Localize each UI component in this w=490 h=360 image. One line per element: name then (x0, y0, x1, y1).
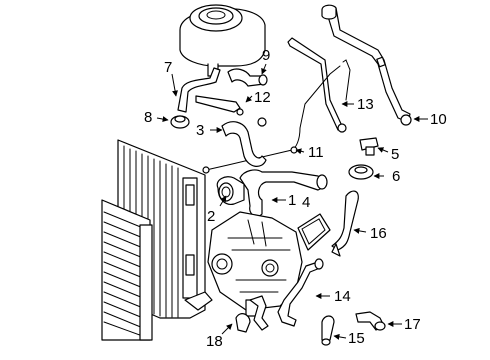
callout-9: 9 (262, 47, 270, 64)
callout-6: 6 (392, 168, 400, 185)
callout-2: 2 (207, 208, 215, 225)
hose-14 (277, 261, 321, 327)
expansion-tank (179, 4, 266, 77)
callout-12: 12 (254, 89, 271, 106)
callout-5: 5 (391, 146, 399, 163)
callout-10: 10 (430, 111, 447, 128)
seal-6 (348, 164, 374, 180)
callout-17: 17 (404, 316, 421, 333)
hose-1 (239, 169, 327, 218)
hose-9 (227, 68, 265, 87)
callout-8: 8 (144, 109, 152, 126)
gasket-4 (297, 213, 331, 251)
hose-16 (331, 190, 359, 251)
hose-18 (249, 295, 269, 331)
callout-13: 13 (357, 96, 374, 113)
connector-5 (359, 137, 379, 156)
condenser (101, 199, 153, 341)
coolant-pipe-10 (321, 4, 412, 126)
callout-14: 14 (334, 288, 351, 305)
hose-7 (177, 67, 221, 113)
callout-4: 4 (302, 194, 310, 211)
callout-16: 16 (370, 225, 387, 242)
callout-1: 1 (288, 192, 296, 209)
leader-lines (156, 63, 428, 340)
callout-11: 11 (308, 144, 324, 161)
callout-15: 15 (348, 330, 365, 347)
hose-15 (321, 315, 335, 341)
thermostat-housing-2 (216, 176, 245, 205)
callout-3: 3 (196, 122, 204, 139)
callout-7: 7 (164, 59, 172, 76)
coolant-pipe-13 (287, 37, 351, 133)
hose-12 (195, 95, 241, 113)
callout-18: 18 (206, 333, 223, 350)
hose-3 (221, 121, 267, 167)
plug-8 (170, 115, 190, 129)
